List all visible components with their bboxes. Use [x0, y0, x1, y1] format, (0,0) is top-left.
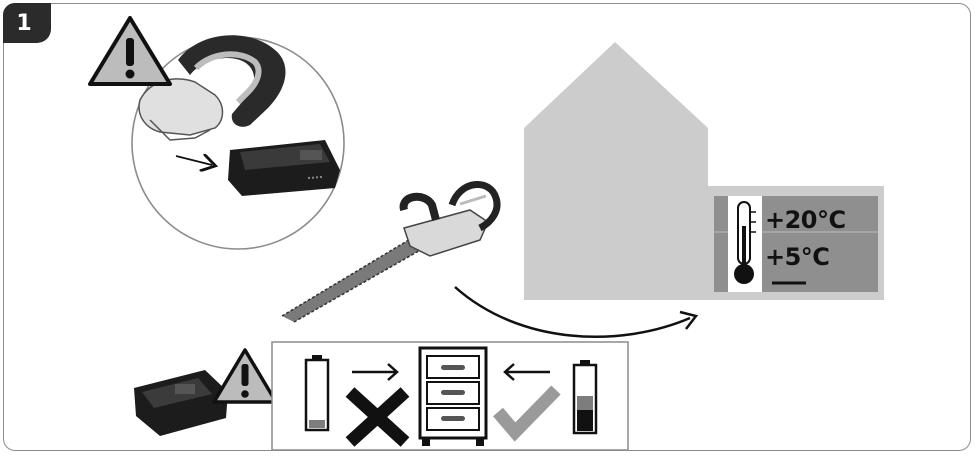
arrow-left-icon [503, 363, 550, 381]
min-temperature-label: +5°C [765, 243, 830, 271]
charged-battery-icon [572, 360, 598, 435]
hedge-trimmer-icon [281, 180, 501, 323]
zoom-detail-circle [131, 35, 345, 250]
temperature-panel [714, 196, 878, 292]
empty-battery-icon [304, 355, 330, 432]
warning-icon [212, 348, 278, 404]
storage-rules-box [271, 341, 629, 451]
battery-pack-icon [134, 370, 228, 436]
battery-pack-icon [228, 140, 340, 196]
arrow-right-icon [352, 363, 399, 381]
check-icon [493, 385, 561, 442]
step-number: 1 [16, 10, 32, 36]
warning-icon [88, 16, 172, 86]
thermometer-icon [728, 196, 762, 292]
cabinet-icon [418, 346, 488, 446]
move-indoors-arrow [454, 286, 691, 338]
step-number-badge: 1 [3, 3, 51, 43]
max-temperature-label: +20°C [765, 206, 846, 234]
cross-icon [345, 387, 410, 447]
